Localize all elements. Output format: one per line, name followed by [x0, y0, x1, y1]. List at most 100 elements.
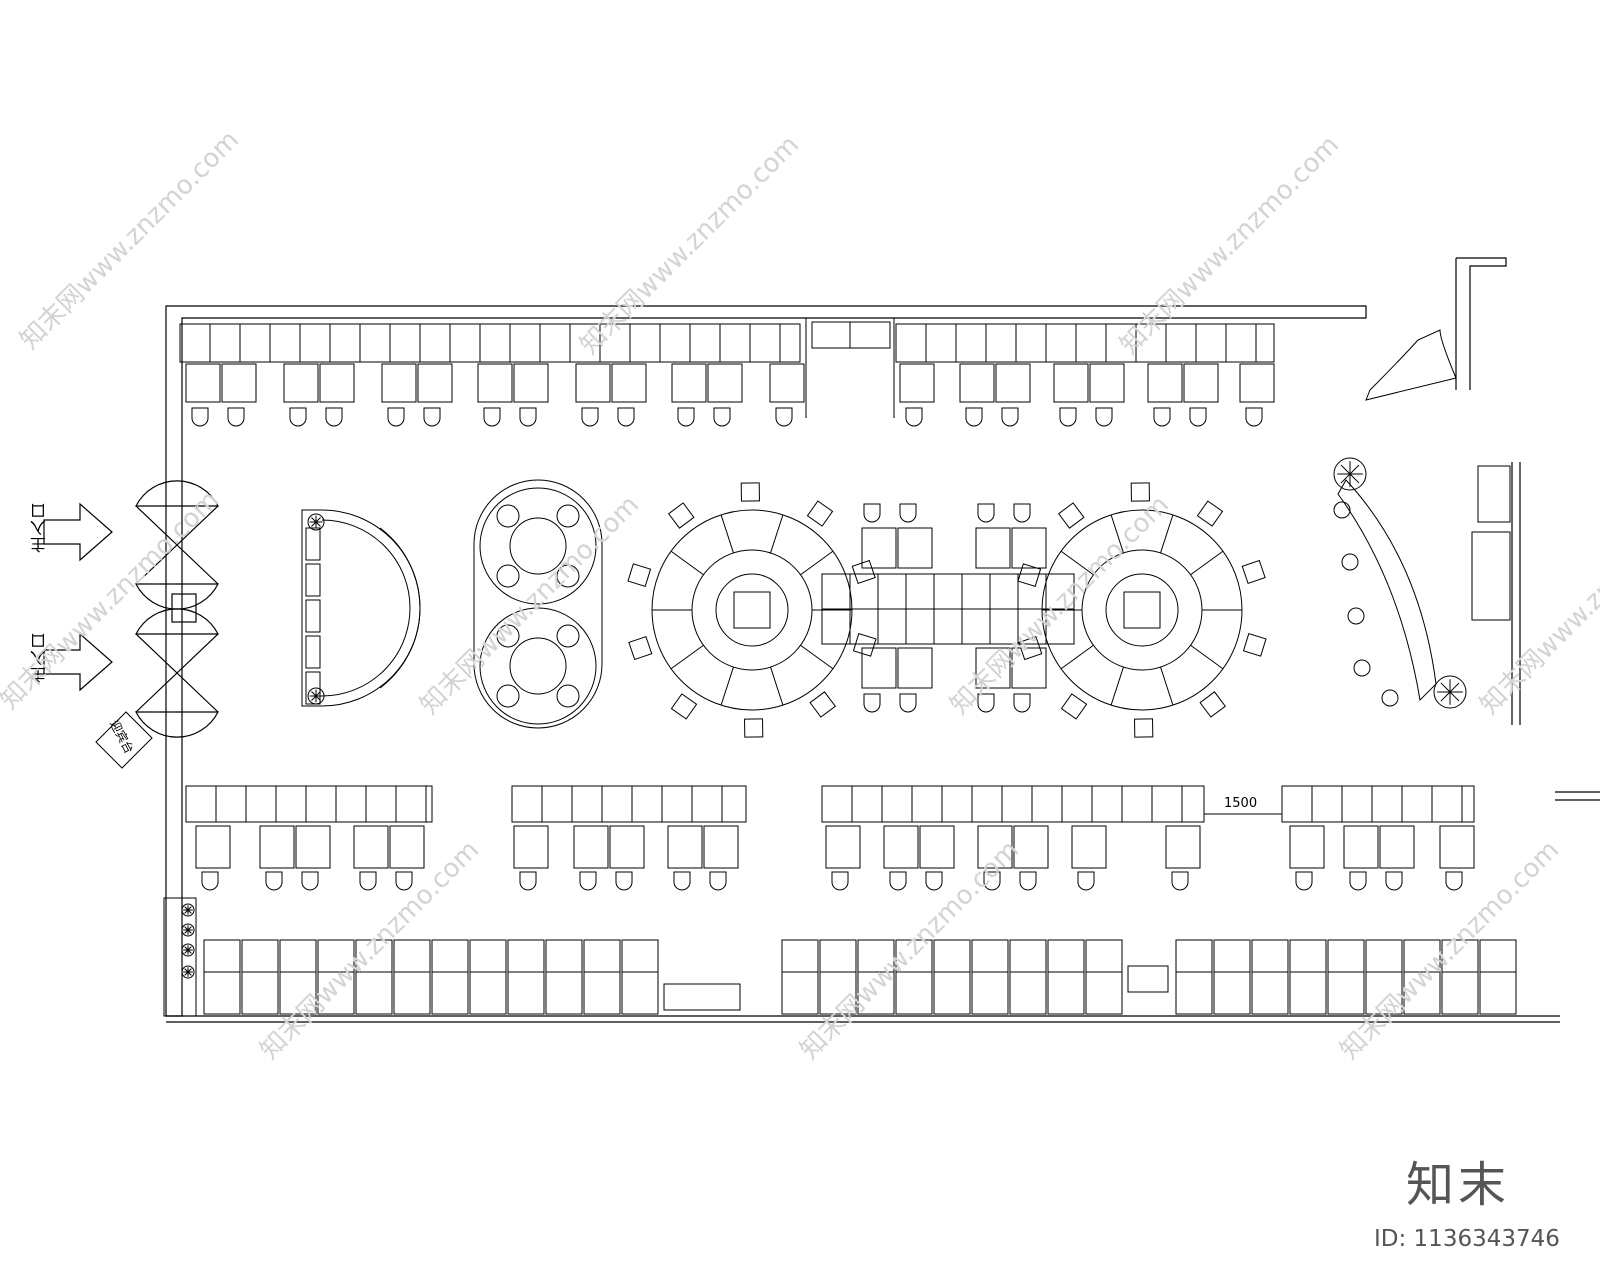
round-table	[479, 487, 597, 605]
chair-icon	[359, 871, 377, 891]
line	[770, 514, 784, 554]
counter-cabinet	[305, 563, 321, 597]
plant-icon	[1333, 457, 1367, 491]
chair-icon	[395, 871, 413, 891]
chair-icon	[496, 564, 520, 588]
table	[1289, 825, 1325, 869]
table	[769, 363, 805, 403]
chair-icon	[713, 407, 731, 427]
chair-icon	[977, 503, 995, 523]
chair-icon	[806, 500, 834, 527]
plant-icon	[184, 926, 189, 931]
chair-icon	[851, 559, 876, 585]
chair-icon	[677, 407, 695, 427]
plant-icon	[187, 949, 192, 954]
bar-stool	[1333, 501, 1351, 519]
chair-icon	[673, 871, 691, 891]
table	[609, 825, 645, 869]
line	[1190, 644, 1224, 670]
table	[319, 363, 355, 403]
line	[800, 644, 834, 670]
bar-stool	[1353, 659, 1371, 677]
table	[295, 825, 331, 869]
chair-icon	[615, 871, 633, 891]
counter-cabinet	[305, 635, 321, 669]
line	[1190, 550, 1224, 576]
plant-icon	[1340, 473, 1351, 484]
service-cabinet	[1477, 465, 1511, 523]
plant-box	[811, 321, 891, 349]
plant-icon	[184, 909, 189, 914]
plant-icon	[181, 965, 195, 979]
table	[1013, 825, 1049, 869]
chair-icon	[627, 563, 652, 588]
booth-seat	[1365, 939, 1403, 1015]
booth-seat	[393, 939, 431, 1015]
chair-icon	[983, 871, 1001, 891]
banquette-middle	[185, 785, 433, 823]
chair-icon	[863, 693, 881, 713]
plant-icon	[311, 517, 317, 523]
plant-icon	[315, 691, 321, 697]
planter	[1365, 329, 1457, 401]
chair-icon	[1245, 407, 1263, 427]
chair-icon	[1018, 635, 1043, 661]
booth-seat	[1085, 939, 1123, 1015]
booth-seat	[933, 939, 971, 1015]
line	[770, 666, 784, 706]
table	[513, 825, 549, 869]
booth-seat	[1441, 939, 1479, 1015]
plant-icon	[184, 971, 189, 976]
chair-icon	[1242, 632, 1267, 657]
chair-icon	[227, 407, 245, 427]
chair-icon	[579, 871, 597, 891]
table	[959, 363, 995, 403]
table	[417, 363, 453, 403]
outer-wall	[165, 305, 1367, 1017]
booth-seat	[469, 939, 507, 1015]
chair-icon	[863, 503, 881, 523]
booth-seat	[241, 939, 279, 1015]
table	[1053, 363, 1089, 403]
table	[861, 647, 897, 689]
banquet-seat-ring	[1041, 509, 1243, 711]
table	[1439, 825, 1475, 869]
booth-seat	[1327, 939, 1365, 1015]
booth-seat	[621, 939, 659, 1015]
plant-icon	[187, 946, 192, 951]
banquette-middle	[511, 785, 747, 823]
booth-seat	[317, 939, 355, 1015]
chair-icon	[1013, 693, 1031, 713]
round-table-pod	[473, 479, 603, 729]
plant-icon	[187, 926, 192, 931]
chair-icon	[1241, 559, 1266, 585]
chair-icon	[740, 482, 760, 502]
plant-icon	[1449, 682, 1460, 693]
chair-icon	[556, 624, 580, 648]
chair-icon	[496, 624, 520, 648]
chair-icon	[1077, 871, 1095, 891]
booth-seat	[507, 939, 545, 1015]
chair-icon	[1095, 407, 1113, 427]
table	[1183, 363, 1219, 403]
booth-seat	[431, 939, 469, 1015]
banquet-seat-ring	[651, 509, 853, 711]
chair-icon	[1153, 407, 1171, 427]
chair-icon	[889, 871, 907, 891]
table	[353, 825, 389, 869]
banquet-round-table	[691, 549, 813, 671]
chair-icon	[1196, 500, 1224, 527]
table	[707, 363, 743, 403]
booth-seat	[1403, 939, 1441, 1015]
plant-icon	[187, 906, 192, 911]
table	[259, 825, 295, 869]
table	[283, 363, 319, 403]
chair-icon	[387, 407, 405, 427]
table	[667, 825, 703, 869]
side-planter	[163, 897, 197, 1017]
banquet-round-inner	[715, 573, 789, 647]
chair-icon	[809, 691, 837, 718]
chair-icon	[1057, 502, 1085, 529]
cashier-counter	[379, 527, 421, 689]
plant-icon	[187, 909, 192, 914]
